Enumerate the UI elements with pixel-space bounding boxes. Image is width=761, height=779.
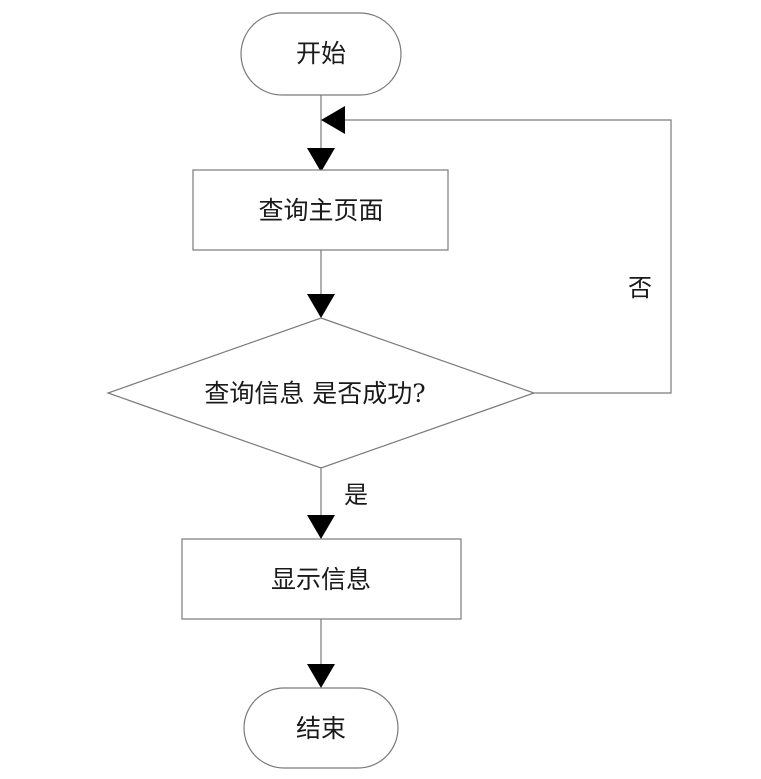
decision-node-label: 查询信息 是否成功? [204, 379, 425, 408]
start-node: 开始 [240, 12, 402, 96]
show-info-node: 显示信息 [181, 538, 462, 620]
end-node: 结束 [243, 687, 399, 769]
arrowhead-left-loop [321, 106, 345, 134]
query-home-node-shape [192, 169, 449, 251]
query-home-node-label: 查询主页面 [258, 196, 383, 225]
decision-node: 查询信息 是否成功? [106, 317, 536, 469]
start-node-label: 开始 [296, 39, 346, 68]
arrowhead-down-decision [307, 294, 335, 318]
end-node-shape [243, 687, 399, 769]
end-node-label: 结束 [296, 714, 346, 743]
show-info-node-shape [181, 538, 462, 620]
arrowhead-down-query [307, 148, 335, 172]
arrowhead-down-end [307, 664, 335, 688]
edge-label-no: 否 [628, 274, 652, 302]
arrowhead-down-show [307, 515, 335, 539]
connector-no-loop [345, 119, 672, 394]
query-home-node: 查询主页面 [192, 169, 449, 251]
show-info-node-label: 显示信息 [271, 565, 371, 594]
edge-label-yes: 是 [344, 481, 368, 509]
